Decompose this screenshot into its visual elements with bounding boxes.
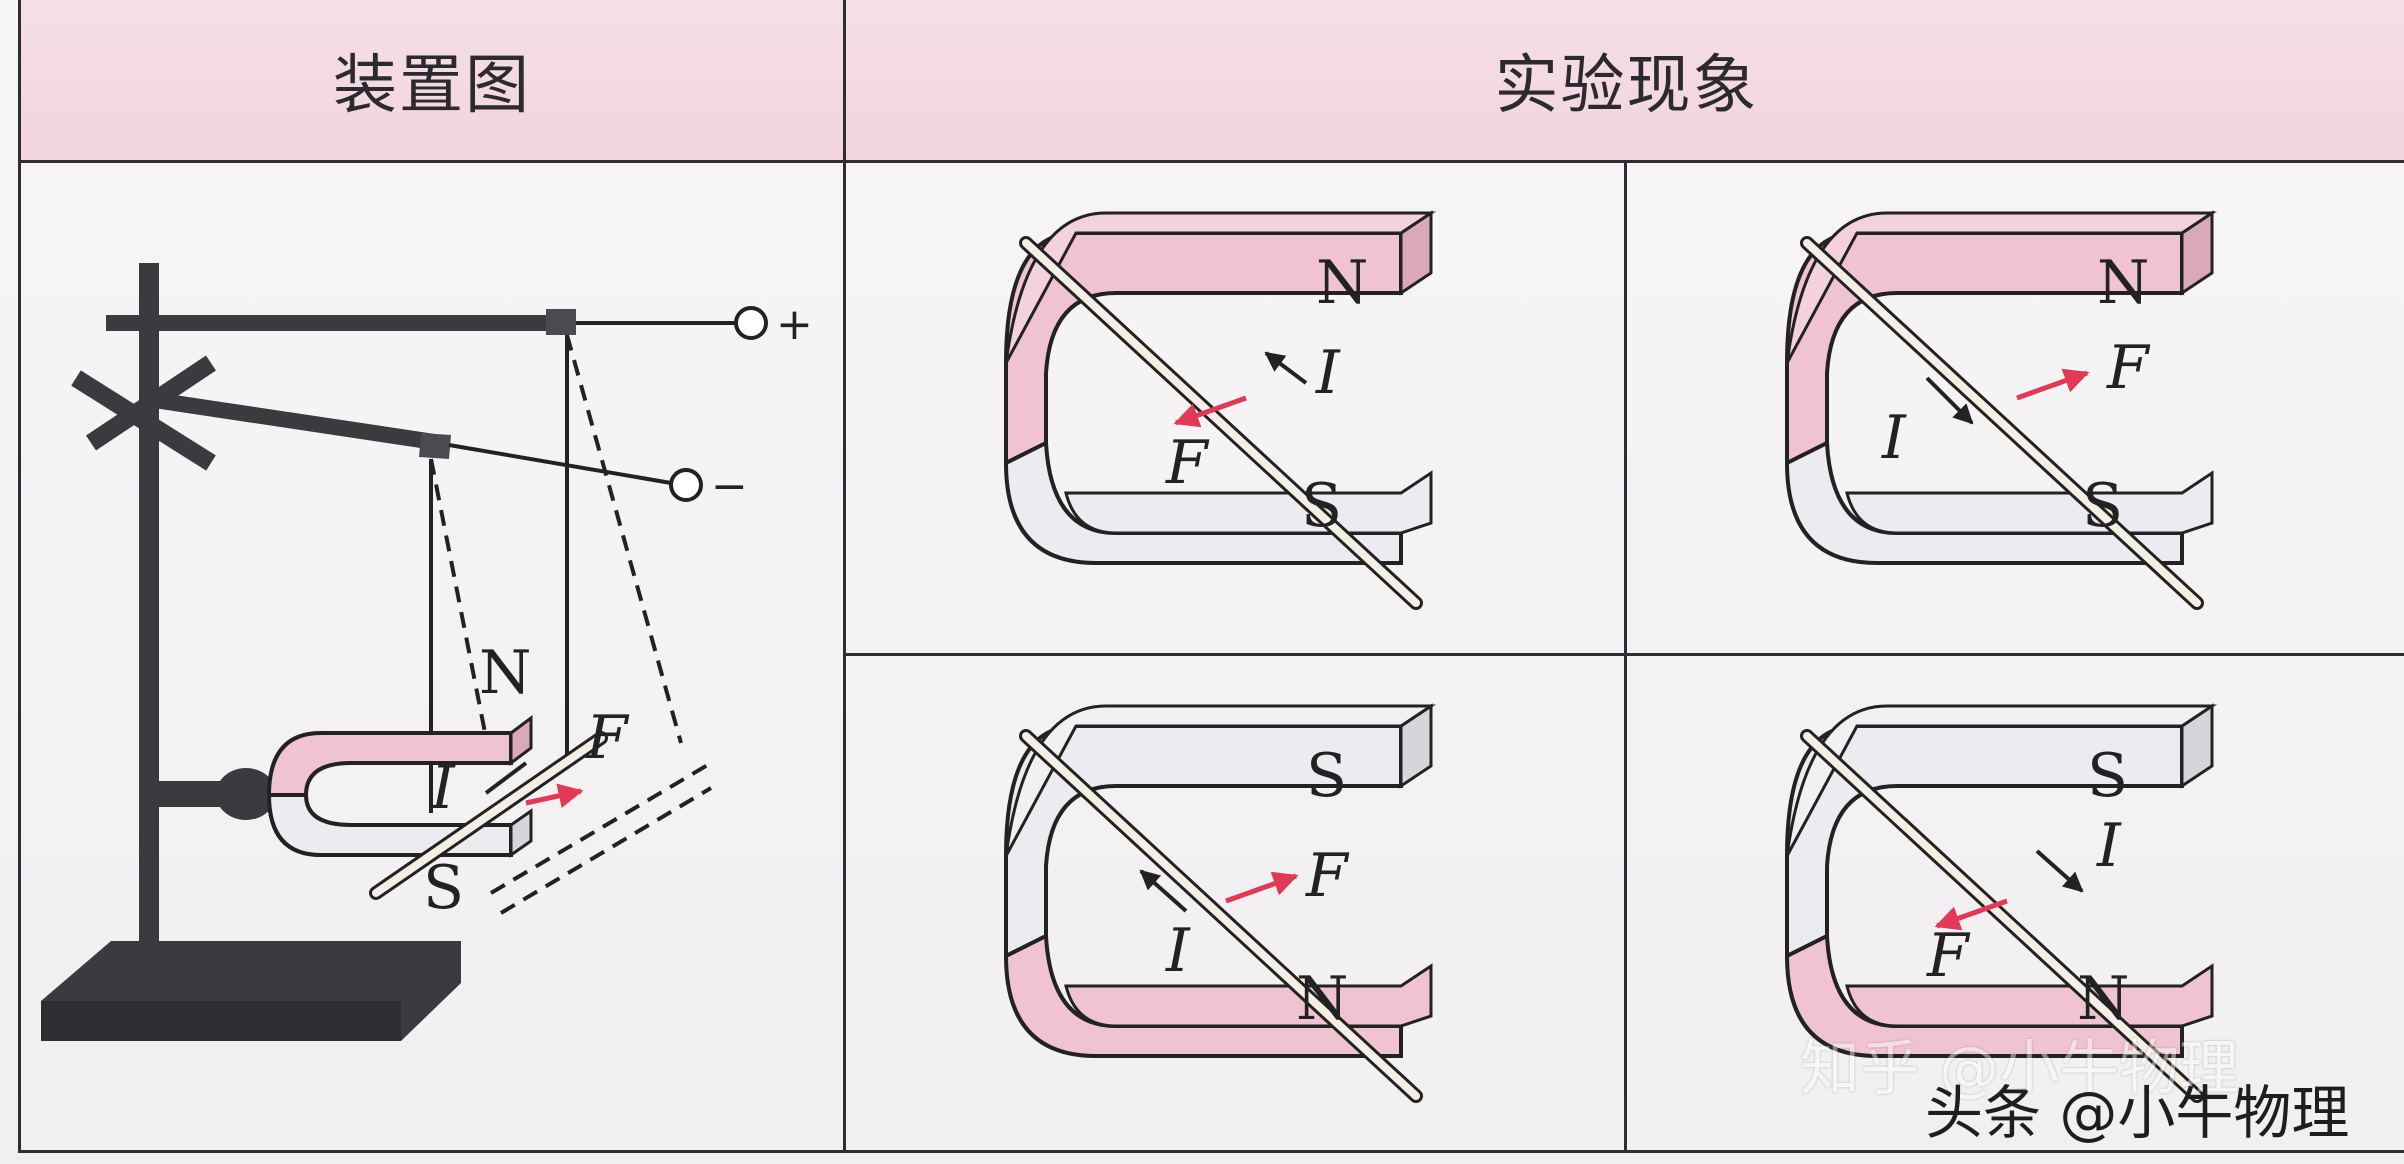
terminal-minus	[669, 468, 703, 502]
experiment-table: 装置图 实验现象	[18, 0, 2404, 1153]
phenomenon-3-top-pole: S	[1306, 741, 1347, 811]
phenomenon-2-bottom-pole: S	[2082, 471, 2123, 541]
apparatus-force-label: F	[585, 703, 630, 773]
phenomenon-4-bottom-pole: N	[2077, 964, 2130, 1034]
stand-base	[41, 941, 461, 1041]
zhihu-watermark: 知乎 @小牛物理	[1800, 1034, 2240, 1104]
phenomenon-1-force: F	[1165, 428, 1210, 498]
apparatus-current-label: I	[430, 753, 456, 823]
phenomenon-4-force: F	[1926, 921, 1971, 991]
phenomenon-3-current: I	[1165, 916, 1191, 986]
phenomenon-1: N S I F	[846, 163, 1624, 653]
phenomenon-2-top-pole: N	[2097, 248, 2150, 318]
terminal-plus-label: +	[776, 299, 813, 350]
phenomenon-1-figure: N S I F	[1003, 210, 1436, 610]
apparatus-force-arrow	[525, 783, 584, 809]
apparatus-rod	[372, 734, 605, 897]
upper-arm	[106, 315, 576, 331]
lower-arm	[139, 390, 443, 451]
phenomenon-4-top-pole: S	[2087, 741, 2128, 811]
column-divider	[843, 160, 846, 1150]
phenomenon-3-force: F	[1305, 841, 1350, 911]
clamp-cross-1	[71, 370, 216, 471]
phenomenon-1-top-pole: N	[1316, 248, 1369, 318]
phenomenon-2-figure: N S I F	[1784, 210, 2217, 610]
phenomenon-1-bottom-pole: S	[1301, 471, 1342, 541]
phenomena-row-divider	[846, 653, 2404, 656]
phenomenon-4-current: I	[2096, 811, 2122, 881]
apparatus-diagram: + −	[21, 163, 843, 1150]
header-apparatus: 装置图	[21, 0, 846, 163]
phenomenon-4: S N I F	[1627, 656, 2404, 1150]
phenomenon-2-current: I	[1881, 403, 1907, 473]
stand-rod	[139, 263, 159, 963]
phenomenon-3-bottom-pole: N	[1296, 964, 1349, 1034]
apparatus-pole-s: S	[423, 853, 464, 923]
apparatus-pole-n: N	[479, 638, 532, 708]
toutiao-watermark: 头条 @小牛物理	[1925, 1079, 2350, 1147]
terminal-minus-label: −	[711, 461, 748, 512]
phenomenon-3: S N I F	[846, 656, 1624, 1150]
phenomenon-3-figure: S N I F	[1003, 703, 1436, 1103]
phenomenon-1-current: I	[1315, 338, 1341, 408]
terminal-plus	[734, 306, 768, 340]
header-phenomena-label: 实验现象	[1494, 49, 1759, 123]
header-phenomena: 实验现象	[846, 0, 2404, 163]
phenomenon-2-force: F	[2106, 333, 2151, 403]
header-apparatus-label: 装置图	[333, 49, 531, 123]
phenomenon-2: N S I F	[1627, 163, 2404, 653]
phenomenon-4-figure: S N I F	[1784, 703, 2217, 1103]
